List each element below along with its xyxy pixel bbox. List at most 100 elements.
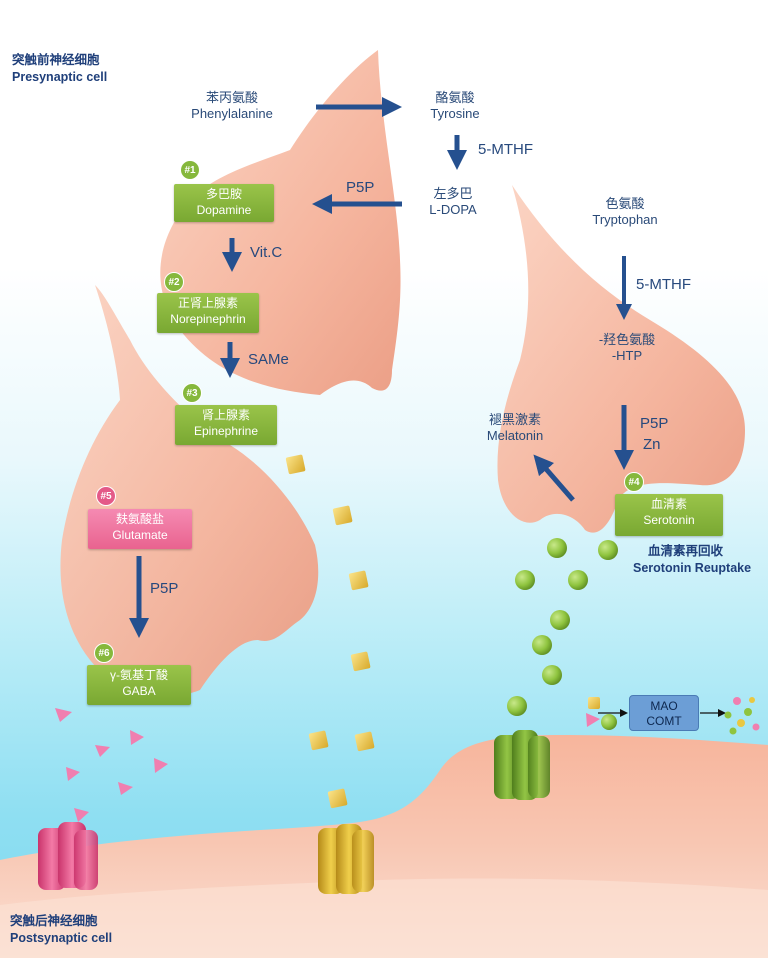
- phenylalanine-label: 苯丙氨酸 Phenylalanine: [172, 90, 292, 123]
- catecholamine-molecule: [348, 570, 369, 591]
- catecholamine-molecule: [332, 505, 353, 526]
- norepinephrine-box-en: Norepinephrin: [170, 311, 246, 326]
- serotonin-box-zh: 血清素: [650, 497, 687, 511]
- serotonin-molecule: [568, 570, 588, 590]
- htp-label-zh: -羟色氨酸: [598, 332, 656, 347]
- htp-label-en: -HTP: [611, 348, 643, 364]
- tyrosine-label: 酪氨酸 Tyrosine: [410, 90, 500, 123]
- enzyme-comt: COMT: [646, 714, 682, 728]
- catecholamine-receptor: [318, 824, 374, 894]
- serotonin-reuptake-label: 血清素再回收 Serotonin Reuptake: [633, 543, 768, 577]
- tryptophan-label-zh: 色氨酸: [605, 196, 645, 211]
- ldopa-label: 左多巴 L-DOPA: [413, 186, 493, 219]
- dopamine-box-en: Dopamine: [196, 202, 252, 217]
- enzyme-mao: MAO: [650, 699, 678, 713]
- badge-1: #1: [180, 160, 200, 180]
- phenylalanine-label-en: Phenylalanine: [191, 106, 273, 122]
- epinephrine-box-zh: 肾上腺素: [201, 408, 250, 422]
- badge-5: #5: [96, 486, 116, 506]
- norepinephrine-box: 正肾上腺素 Norepinephrin: [157, 293, 259, 333]
- gaba-molecule: [586, 713, 600, 727]
- badge-4: #4: [624, 472, 644, 492]
- catecholamine-molecule: [350, 651, 371, 672]
- cofactor-same: SAMe: [248, 351, 289, 368]
- melatonin-label-en: Melatonin: [486, 428, 544, 444]
- catecholamine-molecule: [588, 697, 600, 709]
- gaba-molecule: [95, 745, 110, 757]
- arrowhead-to-mao-comt: [620, 709, 628, 717]
- serotonin-reuptake-zh: 血清素再回收: [647, 544, 723, 558]
- gaba-molecule: [118, 782, 133, 795]
- melatonin-label-zh: 褪黑激素: [488, 412, 541, 427]
- serotonin-molecule: [601, 714, 617, 730]
- cofactor-5mthf-tyrosine: 5-MTHF: [478, 141, 533, 158]
- ldopa-label-en: L-DOPA: [429, 202, 477, 218]
- product-dot: [749, 697, 755, 703]
- serotonin-reuptake-en: Serotonin Reuptake: [633, 560, 752, 575]
- gaba-box-zh: γ-氨基丁酸: [110, 668, 168, 682]
- badge-2: #2: [164, 272, 184, 292]
- serotonin-receptor: [494, 730, 550, 800]
- postsynaptic-cell-title-zh: 突触后神经细胞: [10, 914, 98, 928]
- cofactor-p5p-ldopa: P5P: [346, 179, 375, 196]
- serotonin-box-en: Serotonin: [643, 512, 695, 527]
- serotonin-molecule: [532, 635, 552, 655]
- phenylalanine-label-zh: 苯丙氨酸: [205, 90, 258, 105]
- presynaptic-terminal-serotonin: [497, 185, 745, 533]
- serotonin-molecule: [547, 538, 567, 558]
- htp-label: -羟色氨酸 -HTP: [582, 332, 672, 365]
- dopamine-box: 多巴胺 Dopamine: [174, 184, 274, 222]
- glutamate-box-zh: 麸氨酸盐: [115, 512, 164, 526]
- gaba-molecule: [66, 767, 80, 781]
- ldopa-label-zh: 左多巴: [433, 186, 473, 201]
- cofactor-zn: Zn: [643, 436, 661, 453]
- product-dot: [737, 719, 745, 727]
- cofactor-vitc: Vit.C: [250, 244, 283, 261]
- postsynaptic-cell-highlight: [0, 878, 768, 958]
- product-dot: [724, 711, 732, 719]
- serotonin-molecule: [515, 570, 535, 590]
- tryptophan-label-en: Tryptophan: [592, 212, 658, 228]
- catecholamine-molecules: [285, 454, 600, 809]
- serotonin-molecule: [550, 610, 570, 630]
- gaba-molecule: [74, 808, 89, 822]
- glutamate-box-en: Glutamate: [112, 527, 168, 542]
- catecholamine-molecule: [354, 731, 375, 752]
- postsynaptic-cell-title: 突触后神经细胞 Postsynaptic cell: [10, 913, 112, 947]
- presynaptic-terminal-gaba: [60, 285, 319, 697]
- postsynaptic-cell-title-en: Postsynaptic cell: [10, 930, 113, 945]
- cofactor-5mthf-tryptophan: 5-MTHF: [636, 276, 691, 293]
- gaba-box-en: GABA: [122, 683, 156, 698]
- epinephrine-box-en: Epinephrine: [193, 423, 259, 438]
- gaba-molecule: [55, 708, 72, 722]
- badge-6: #6: [94, 643, 114, 663]
- serotonin-molecule: [598, 540, 618, 560]
- serotonin-molecules: [507, 538, 618, 730]
- tryptophan-label: 色氨酸 Tryptophan: [575, 196, 675, 229]
- tyrosine-label-en: Tyrosine: [430, 106, 480, 122]
- catecholamine-molecule: [327, 788, 348, 809]
- melatonin-label: 褪黑激素 Melatonin: [470, 412, 560, 445]
- serotonin-molecule: [542, 665, 562, 685]
- cofactor-p5p-htp: P5P: [640, 415, 669, 432]
- serotonin-molecule: [507, 696, 527, 716]
- tyrosine-label-zh: 酪氨酸: [435, 90, 475, 105]
- presynaptic-cell-title-en: Presynaptic cell: [12, 69, 108, 84]
- dopamine-box-zh: 多巴胺: [205, 187, 242, 201]
- gaba-receptor: [38, 822, 98, 890]
- degradation-products: [724, 697, 760, 735]
- gaba-molecule: [130, 730, 144, 745]
- serotonin-box: 血清素 Serotonin: [615, 494, 723, 536]
- badge-3: #3: [182, 383, 202, 403]
- arrow-serotonin-to-melatonin: [533, 454, 575, 502]
- catecholamine-molecule: [308, 730, 329, 751]
- mao-comt-enzyme-box: MAO COMT: [629, 695, 699, 731]
- gaba-box: γ-氨基丁酸 GABA: [87, 665, 191, 705]
- gaba-molecule: [154, 758, 168, 773]
- arrowhead-from-mao-comt: [718, 709, 726, 717]
- epinephrine-box: 肾上腺素 Epinephrine: [175, 405, 277, 445]
- product-dot: [733, 697, 741, 705]
- presynaptic-cell-title: 突触前神经细胞 Presynaptic cell: [12, 52, 107, 86]
- cofactor-p5p-glutamate: P5P: [150, 580, 179, 597]
